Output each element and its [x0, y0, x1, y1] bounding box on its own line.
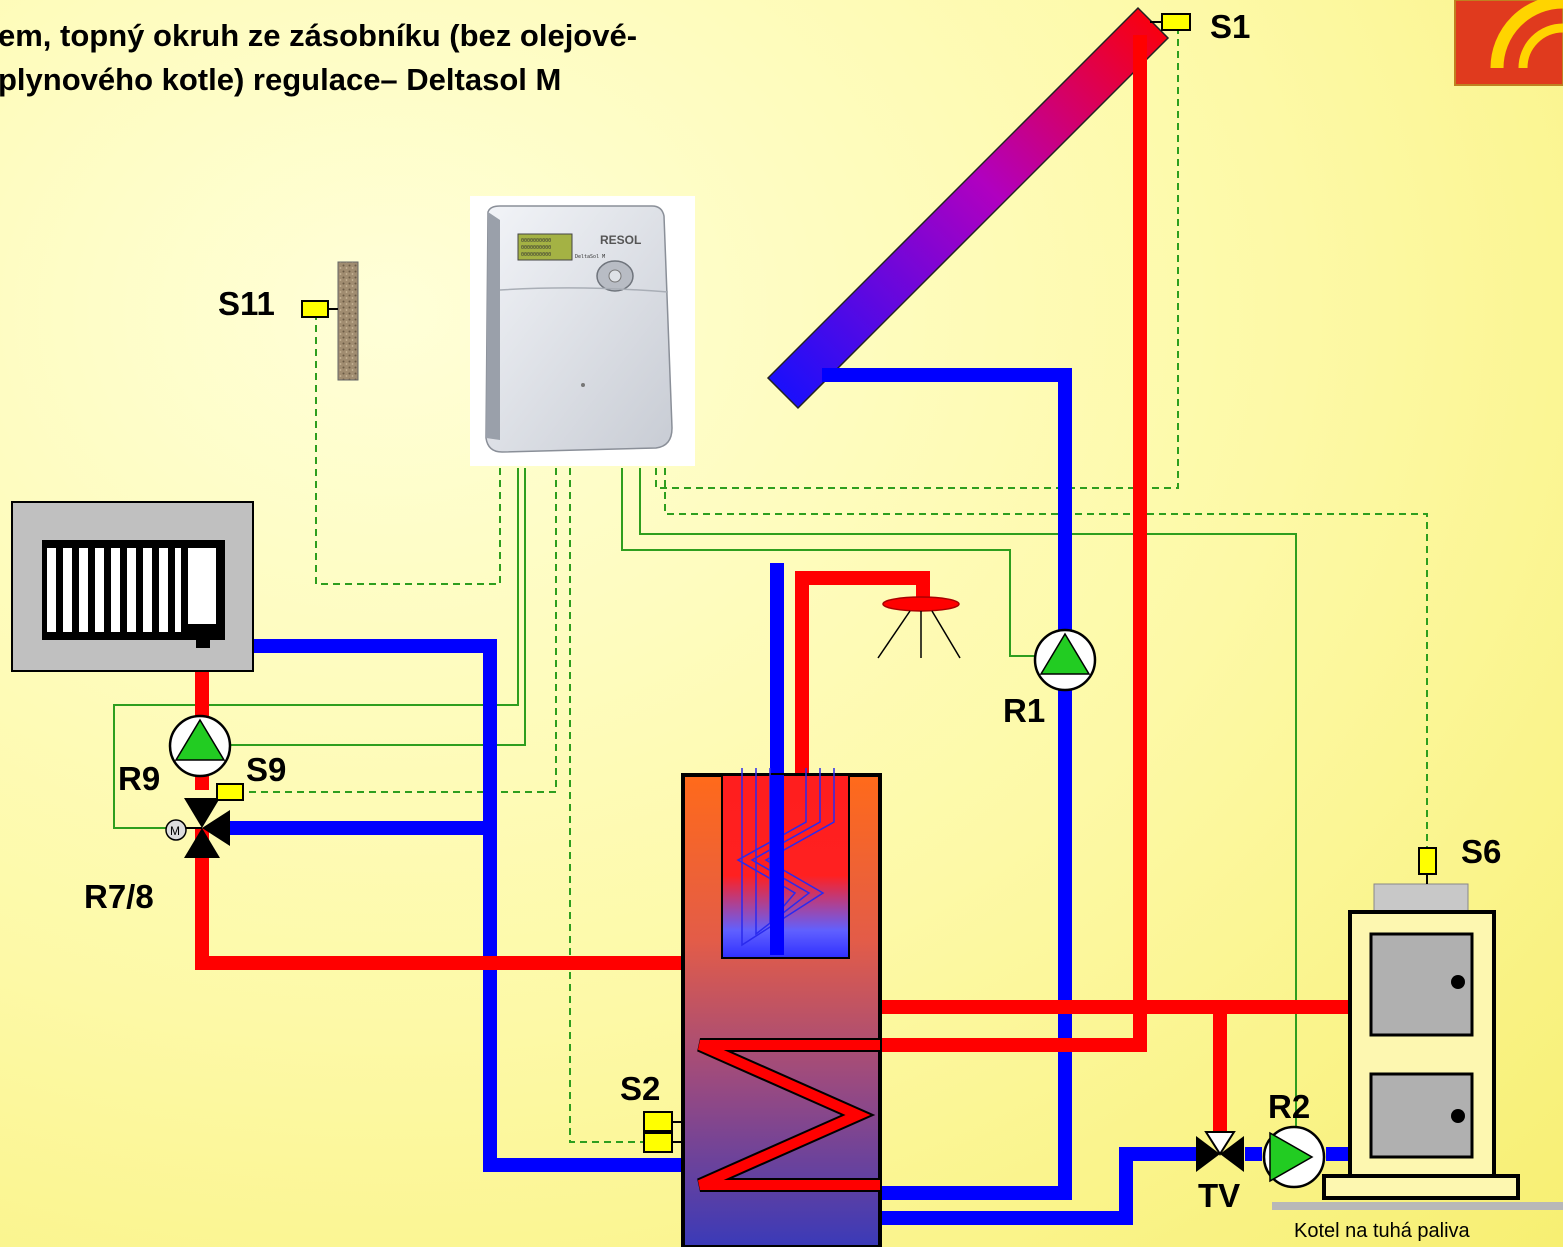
title-line-1: em, topný okruh ze zásobníku (bez olejov…: [0, 18, 638, 53]
label-s11: S11: [218, 285, 275, 322]
collector-flow-pipe: [880, 35, 1147, 1052]
boiler-caption: Kotel na tuhá paliva: [1294, 1220, 1471, 1242]
sensor-s2-upper: [643, 1111, 673, 1132]
logo: [1454, 0, 1563, 86]
controller-display: [517, 233, 573, 261]
wire-s9: [245, 468, 557, 793]
heating-return-pipe: [213, 639, 687, 1172]
heating-flow-pipe: [195, 828, 687, 970]
wire-r78: [113, 468, 519, 829]
label-tv: TV: [1198, 1177, 1240, 1214]
motor-label: M: [170, 824, 180, 838]
svg-text:0000000000: 0000000000: [521, 238, 551, 244]
sensor-s2-lower: [643, 1132, 673, 1153]
label-r2: R2: [1268, 1088, 1310, 1125]
pump-r9: [168, 714, 232, 778]
radiator: [11, 501, 254, 672]
svg-text:0000000000: 0000000000: [521, 252, 551, 258]
pump-r1: [1033, 628, 1097, 692]
shower-head-icon: [877, 596, 961, 659]
boiler-return-pipe: [880, 1147, 1200, 1225]
solid-fuel-boiler: [1272, 883, 1563, 1210]
wire-r9: [230, 468, 526, 746]
label-r1: R1: [1003, 692, 1045, 729]
page-title: em, topný okruh ze zásobníku (bez olejov…: [0, 14, 637, 102]
title-line-2: plynového kotle) regulace– Deltasol M: [0, 62, 562, 97]
sensor-s6: [1418, 847, 1437, 875]
sensor-s1: [1161, 13, 1191, 31]
label-s2: S2: [620, 1070, 660, 1107]
signal-wires: [113, 468, 1297, 1135]
storage-tank: [681, 768, 882, 1247]
label-r78: R7/8: [84, 878, 154, 915]
labels: S1 S11 S9 R9 R7/8 R1 S2 S6 R2 TV Kotel n…: [84, 8, 1501, 1242]
sensor-wires: [245, 24, 1428, 1143]
valve-motor-icon: [165, 819, 187, 841]
label-s1: S1: [1210, 8, 1250, 45]
controller-model: DeltaSol M: [575, 254, 605, 260]
solar-collector: [766, 6, 1170, 410]
pump-r2: [1262, 1125, 1326, 1189]
wire-s1: [655, 24, 1179, 489]
mixing-valve-r78: M: [165, 798, 230, 858]
controller-brand: RESOL: [600, 233, 641, 247]
collector-return-pipe: [822, 368, 1072, 1200]
wire-s6: [664, 468, 1428, 848]
outdoor-wall: [337, 261, 359, 381]
sensors: [216, 13, 1437, 1153]
label-s6: S6: [1461, 833, 1501, 870]
thermostatic-valve-tv: [1196, 1131, 1244, 1172]
label-s9: S9: [246, 751, 286, 788]
dhw-inner-tank: [721, 774, 850, 959]
controller: 0000000000 0000000000 0000000000 RESOL D…: [470, 196, 695, 466]
sensor-s11: [301, 300, 329, 318]
wire-s2: [569, 468, 644, 1143]
wire-r1: [621, 468, 1036, 657]
label-r9: R9: [118, 760, 160, 797]
sensor-s9: [216, 783, 244, 801]
wire-r2: [639, 468, 1297, 1135]
svg-text:0000000000: 0000000000: [521, 245, 551, 251]
wire-s11: [315, 318, 501, 585]
hot-water-outlet-pipe: [795, 571, 930, 775]
cold-pipes: [213, 368, 1350, 1225]
